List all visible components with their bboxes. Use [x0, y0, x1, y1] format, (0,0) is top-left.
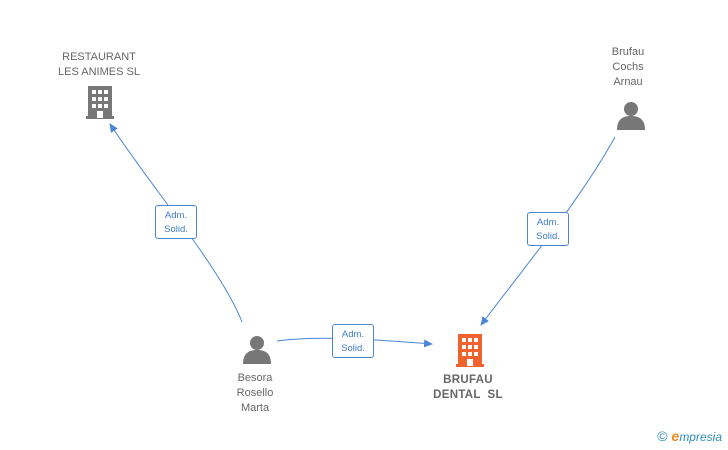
building-icon[interactable] — [86, 86, 114, 119]
label-line: Rosello — [236, 387, 274, 399]
label-line: DENTAL SL — [433, 389, 503, 401]
node-label-brufau-person[interactable]: Brufau Cochs Arnau — [595, 45, 661, 90]
brand-e: e — [671, 428, 680, 444]
label-line: Besora — [237, 372, 273, 384]
label-line: LES ANIMES SL — [58, 66, 140, 78]
label-line: BRUFAU — [443, 374, 493, 386]
edge-badge-besora-restaurant[interactable]: Adm. Solid. — [155, 205, 197, 239]
node-label-brufau-dental[interactable]: BRUFAU DENTAL SL — [418, 373, 518, 403]
person-icon[interactable] — [617, 102, 645, 130]
person-icon[interactable] — [243, 336, 271, 364]
edge-badge-besora-dental[interactable]: Adm. Solid. — [332, 324, 374, 358]
brand-name: mpresia — [679, 430, 722, 444]
label-line: Cochs — [612, 61, 644, 73]
label-line: Marta — [240, 402, 270, 414]
node-label-restaurant[interactable]: RESTAURANT LES ANIMES SL — [44, 50, 154, 80]
badge-line: Solid. — [164, 224, 188, 235]
edge-badge-brufau-dental[interactable]: Adm. Solid. — [527, 212, 569, 246]
label-line: Arnau — [613, 76, 643, 88]
badge-line: Adm. — [536, 217, 560, 228]
badge-line: Adm. — [164, 210, 188, 221]
brand-watermark: ©empresia — [657, 428, 722, 444]
badge-line: Solid. — [536, 231, 560, 242]
badge-line: Solid. — [341, 343, 365, 354]
badge-line: Adm. — [341, 329, 365, 340]
node-label-besora[interactable]: Besora Rosello Marta — [222, 371, 288, 416]
copyright-icon: © — [657, 428, 668, 444]
building-icon-highlighted[interactable] — [456, 334, 484, 367]
label-line: RESTAURANT — [62, 51, 136, 63]
label-line: Brufau — [611, 46, 645, 58]
